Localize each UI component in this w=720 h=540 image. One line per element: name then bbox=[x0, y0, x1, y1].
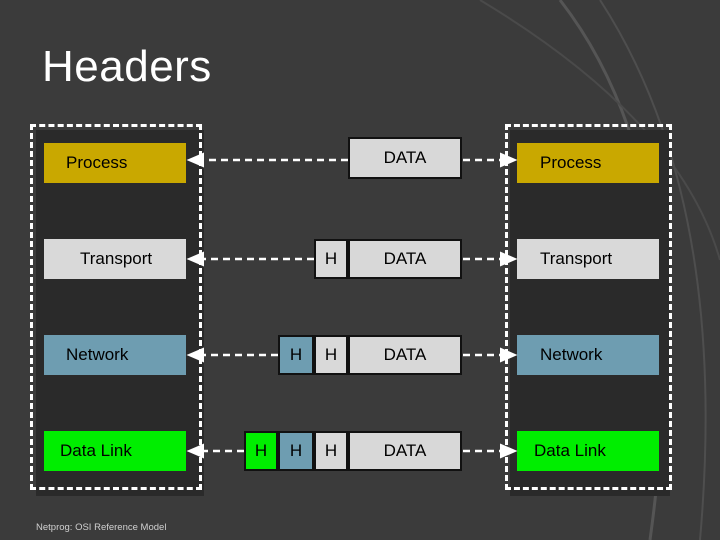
datalink-header-label: H bbox=[254, 441, 268, 460]
right-layer-datalink-label: Data Link bbox=[534, 441, 606, 460]
left-layer-datalink: Data Link bbox=[44, 431, 186, 471]
datalink-network-header-cell: H bbox=[278, 431, 314, 471]
datalink-data-label: DATA bbox=[383, 441, 427, 460]
datalink-data-cell: DATA bbox=[348, 431, 462, 471]
process-data-cell: DATA bbox=[348, 137, 462, 179]
transport-data-cell: DATA bbox=[348, 239, 462, 279]
datalink-transport-header-cell: H bbox=[314, 431, 348, 471]
right-layer-process-label: Process bbox=[540, 153, 602, 172]
right-layer-process: Process bbox=[517, 143, 659, 183]
network-header-cell: H bbox=[278, 335, 314, 375]
network-transport-header-cell: H bbox=[314, 335, 348, 375]
transport-header-cell: H bbox=[314, 239, 348, 279]
left-layer-process: Process bbox=[44, 143, 186, 183]
left-layer-network-label: Network bbox=[66, 345, 129, 364]
sender-stack-box bbox=[30, 124, 202, 490]
transport-header-label: H bbox=[324, 249, 338, 268]
left-layer-datalink-label: Data Link bbox=[60, 441, 132, 460]
network-data-label: DATA bbox=[383, 345, 427, 364]
right-layer-transport-label: Transport bbox=[540, 249, 613, 268]
network-data-cell: DATA bbox=[348, 335, 462, 375]
datalink-transport-header-label: H bbox=[324, 441, 338, 460]
left-layer-process-label: Process bbox=[66, 153, 128, 172]
receiver-stack-box bbox=[505, 124, 672, 490]
network-transport-header-label: H bbox=[324, 345, 338, 364]
network-header-label: H bbox=[289, 345, 303, 364]
right-layer-datalink: Data Link bbox=[517, 431, 659, 471]
footer-caption: Netprog: OSI Reference Model bbox=[36, 522, 167, 533]
right-layer-network: Network bbox=[517, 335, 659, 375]
left-layer-network: Network bbox=[44, 335, 186, 375]
process-data-label: DATA bbox=[383, 148, 427, 167]
left-layer-transport: Transport bbox=[44, 239, 186, 279]
datalink-network-header-label: H bbox=[289, 441, 303, 460]
right-layer-transport: Transport bbox=[517, 239, 659, 279]
right-layer-network-label: Network bbox=[540, 345, 603, 364]
page-title: Headers bbox=[42, 42, 212, 91]
datalink-header-cell: H bbox=[244, 431, 278, 471]
transport-data-label: DATA bbox=[383, 249, 427, 268]
left-layer-transport-label: Transport bbox=[80, 249, 153, 268]
